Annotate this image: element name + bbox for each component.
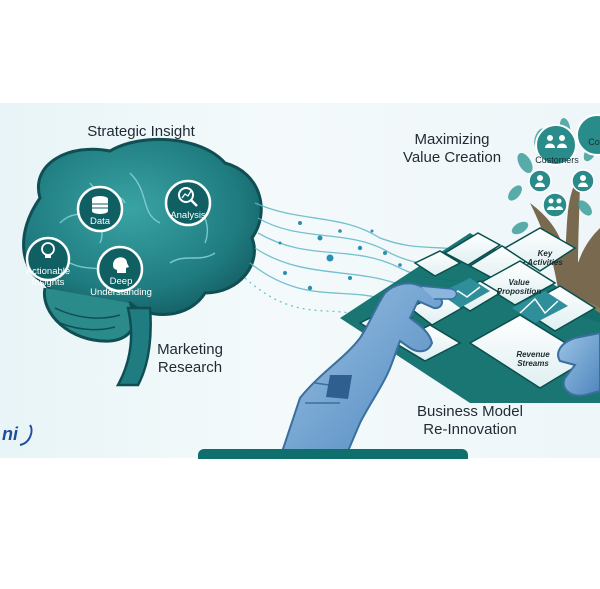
lightbulb-icon xyxy=(41,242,55,258)
revenue-streams-label: Revenue Streams xyxy=(516,350,550,368)
brain xyxy=(22,137,263,387)
node-data xyxy=(76,185,124,233)
deep-understanding-label: Deep Understanding xyxy=(90,276,152,298)
node-analysis xyxy=(164,179,212,227)
business-model-label: Business Model Re-Innovation xyxy=(417,403,523,438)
logo-text: ni xyxy=(2,424,19,444)
partial-tree-label: Co xyxy=(588,137,600,147)
people-icon xyxy=(535,135,588,210)
actionable-insights-label: Actionable Insights xyxy=(25,266,71,288)
maximizing-value-label: Maximizing Value Creation xyxy=(402,131,502,166)
illustration-art xyxy=(22,114,600,458)
robot-hand-icon xyxy=(278,282,600,458)
analysis-label: Analysis xyxy=(170,210,206,221)
bottom-banner-bar xyxy=(198,449,468,459)
head-brain-icon xyxy=(113,257,129,273)
value-proposition-label: Value Proposition xyxy=(496,278,542,296)
logo-mark: ni xyxy=(2,424,33,446)
key-activities-label: Key Activities xyxy=(527,249,563,267)
stream-dots xyxy=(278,221,402,291)
brand-logo: ni xyxy=(0,421,34,449)
illustration-scene: Strategic Insight Marketing Research Max… xyxy=(0,103,600,458)
database-icon xyxy=(92,196,108,214)
chart-tile-2 xyxy=(512,291,568,323)
data-label: Data xyxy=(89,216,111,227)
node-deep-understanding xyxy=(96,245,144,293)
strategic-insight-label: Strategic Insight xyxy=(87,123,195,140)
node-actionable-insights xyxy=(25,236,71,282)
marketing-research-label: Marketing Research xyxy=(157,341,223,376)
magnifier-chart-icon xyxy=(178,187,198,207)
customers-label: Customers xyxy=(535,155,579,165)
tree-nodes xyxy=(528,114,600,218)
